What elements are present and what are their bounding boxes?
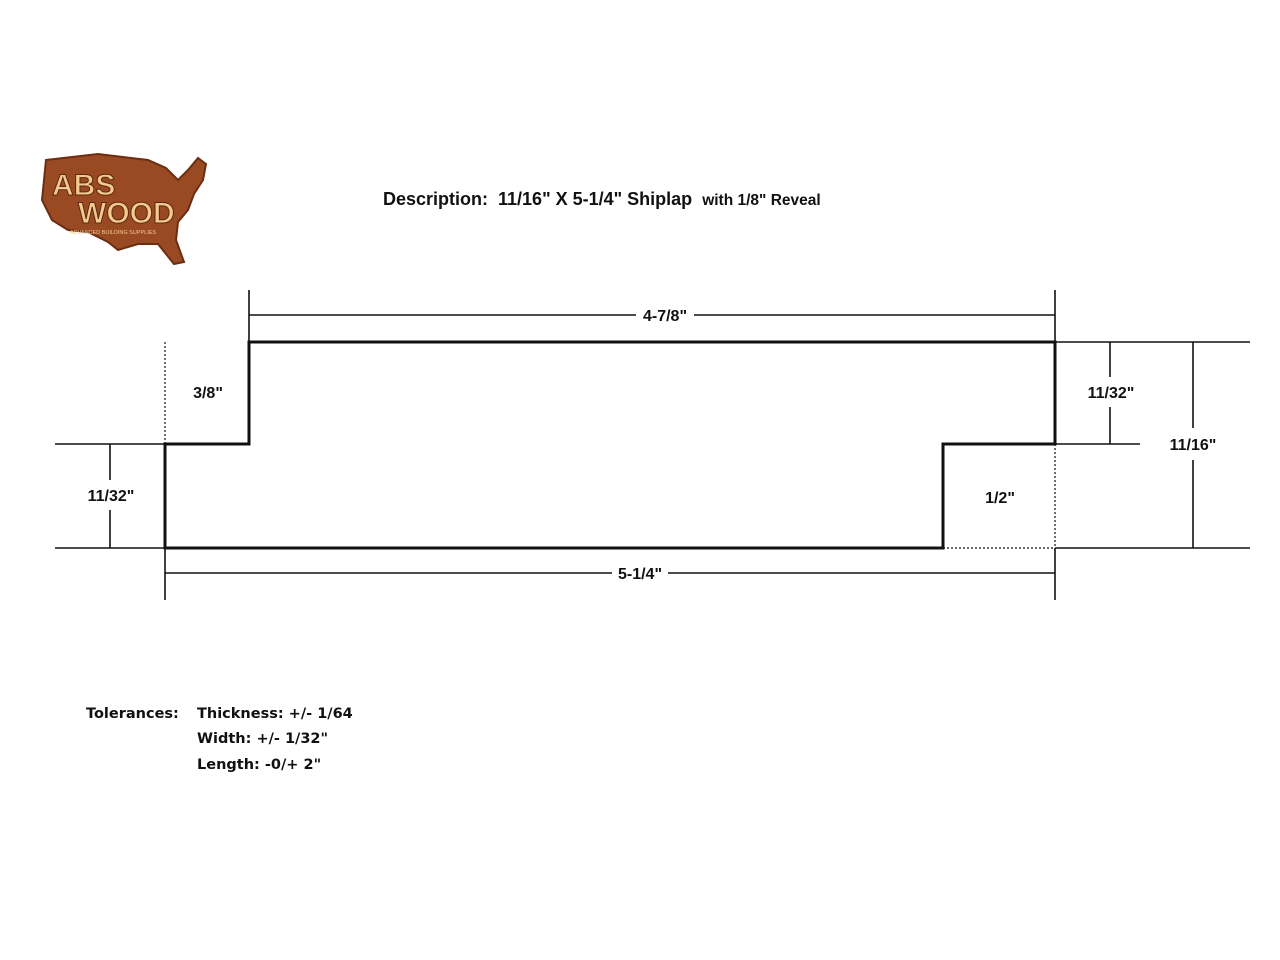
- label-top-width: 4-7/8": [643, 308, 687, 325]
- logo-abs-text: ABS: [52, 169, 115, 202]
- board-profile-outline: [163, 340, 1057, 550]
- label-left-lip-height: 11/32": [88, 488, 135, 505]
- label-left-lip-width: 3/8": [193, 385, 223, 402]
- description-main: Description: 11/16" X 5-1/4" Shiplap: [383, 189, 693, 209]
- description-title: Description: 11/16" X 5-1/4" Shiplap with…: [383, 189, 821, 210]
- tolerances-label: Tolerances:: [86, 706, 179, 722]
- tolerance-thickness: Thickness: +/- 1/64: [197, 706, 353, 722]
- dimension-lines: [109, 314, 1194, 574]
- label-right-lip-width: 1/2": [985, 490, 1015, 507]
- logo-tagline: ADVANCED BUILDING SUPPLIES: [70, 230, 156, 236]
- label-bottom-width: 5-1/4": [618, 566, 662, 583]
- usa-map-shape: [40, 152, 208, 266]
- tolerance-width: Width: +/- 1/32": [197, 731, 329, 747]
- logo-wood-text: WOOD: [78, 197, 175, 230]
- label-right-lip-height: 11/32": [1088, 385, 1135, 402]
- abs-wood-logo: ABS WOOD ADVANCED BUILDING SUPPLIES: [38, 150, 210, 268]
- label-thickness: 11/16": [1170, 437, 1217, 454]
- hidden-lines: [164, 342, 1056, 549]
- tolerance-length: Length: -0/+ 2": [197, 757, 322, 773]
- description-reveal: with 1/8" Reveal: [702, 192, 821, 209]
